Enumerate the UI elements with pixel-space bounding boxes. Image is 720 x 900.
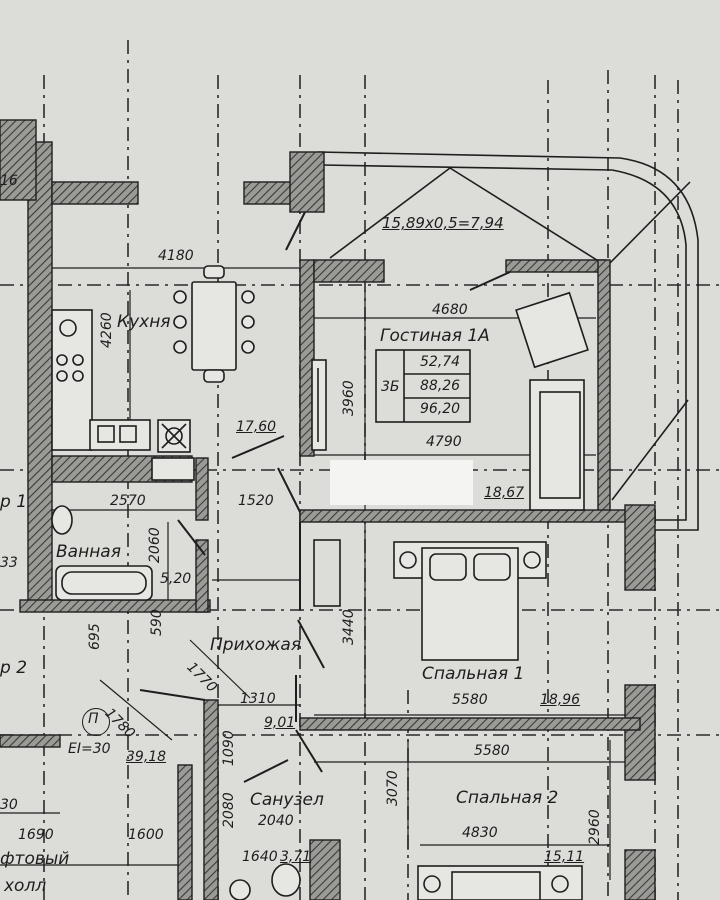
kitchen-name: Кухня	[117, 312, 171, 332]
stair-marker	[82, 708, 110, 736]
kitchen-width: 4180	[158, 248, 194, 264]
hall-width: 1520	[238, 493, 274, 509]
stair-marker-label: П	[88, 711, 99, 727]
hall-name: Прихожая	[210, 635, 302, 655]
living-furniture	[311, 291, 589, 511]
bathroom-name: Ванная	[56, 542, 121, 562]
kitchen-furniture	[51, 265, 255, 453]
lift-hall-area: 39,18	[126, 749, 167, 765]
redaction-box	[330, 460, 473, 505]
living-width-top: 4680	[432, 302, 468, 318]
living-name: Гостиная 1А	[380, 326, 490, 346]
edge-fragment-16: 16	[0, 173, 18, 189]
bathroom-fixtures	[51, 457, 195, 601]
balcony	[317, 151, 699, 531]
bedroom2-width: 4830	[462, 825, 498, 841]
edge-fragment-30: 30	[0, 797, 18, 813]
hall-dim-590: 590	[149, 609, 165, 636]
wc-depth-b: 1090	[221, 730, 237, 766]
wc-area: 3,71	[280, 849, 312, 865]
hall-dim-695: 695	[87, 623, 103, 650]
edge-fragment-r1: р 1	[0, 492, 28, 512]
lift-hall-dim-1690: 1690	[18, 827, 54, 843]
totals-code: 3Б	[381, 379, 400, 395]
bedroom2-width-top: 5580	[474, 743, 510, 759]
hall-area: 9,01	[264, 715, 296, 731]
bedroom1-name: Спальная 1	[422, 664, 525, 684]
totals-value-1: 52,74	[420, 354, 461, 370]
bedroom2-name: Спальная 2	[456, 788, 559, 808]
walls	[0, 119, 656, 900]
bathroom-depth: 2060	[147, 527, 163, 563]
lift-hall-dim-1600: 1600	[128, 827, 164, 843]
living-area: 18,67	[484, 485, 525, 501]
edge-fragment-r2: р 2	[0, 658, 28, 678]
living-depth: 3960	[341, 380, 357, 416]
balcony-area-formula: 15,89x0,5=7,94	[382, 214, 504, 232]
door-swings	[139, 211, 511, 783]
living-width-bottom: 4790	[426, 434, 462, 450]
kitchen-area: 17,60	[236, 419, 277, 435]
wc-depth-a: 2080	[221, 792, 237, 828]
bedroom2-depth-a: 3070	[385, 770, 401, 806]
fire-door-rating: EI=30	[68, 741, 111, 757]
bedroom2-area: 15,11	[544, 849, 585, 865]
bathroom-width: 2570	[110, 493, 146, 509]
lift-hall-name-line1: фтовый	[0, 849, 70, 869]
totals-value-2: 88,26	[420, 378, 461, 394]
dimension-lines	[0, 267, 625, 880]
edge-fragment-33: 33	[0, 555, 18, 571]
wc-name: Санузел	[250, 790, 324, 810]
bedroom1-width: 5580	[452, 692, 488, 708]
bedroom2-bed	[229, 863, 583, 900]
hall-depth-b: 1310	[240, 691, 276, 707]
lift-hall-name-line2: холл	[4, 876, 47, 896]
wc-dim-1640: 1640	[242, 849, 278, 865]
wc-width: 2040	[258, 813, 294, 829]
bedroom1-area: 18,96	[540, 692, 581, 708]
bedroom1-bed	[313, 539, 547, 661]
bathroom-area: 5,20	[160, 571, 192, 587]
bedroom2-depth-b: 2960	[587, 809, 603, 845]
kitchen-depth: 4260	[99, 312, 115, 348]
totals-value-3: 96,20	[420, 401, 461, 417]
bedroom1-depth: 3440	[341, 609, 357, 645]
